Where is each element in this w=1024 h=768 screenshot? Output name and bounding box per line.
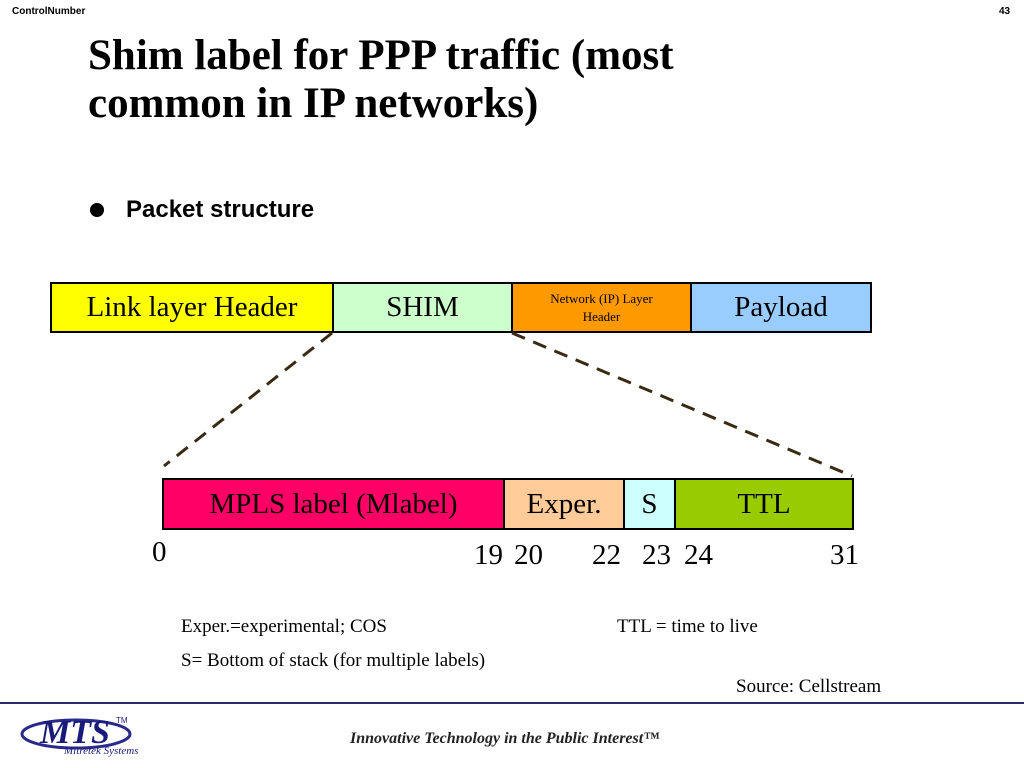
ttl-cell: TTL <box>676 480 852 528</box>
mts-logo-tm: TM <box>116 716 128 725</box>
note-ttl: TTL = time to live <box>617 616 758 637</box>
slide-title: Shim label for PPP traffic (most common … <box>88 32 948 128</box>
bit-position-24: 24 <box>684 539 713 571</box>
packet-structure-row: Link layer Header SHIM Network (IP) Laye… <box>50 282 872 333</box>
footer-tagline: Innovative Technology in the Public Inte… <box>350 730 660 747</box>
bit-position-23: 23 <box>642 539 671 571</box>
note-s: S= Bottom of stack (for multiple labels) <box>181 650 486 671</box>
payload-cell: Payload <box>692 284 870 331</box>
slide-title-line-1: Shim label for PPP traffic (most <box>88 32 674 79</box>
footer-divider <box>0 702 1024 704</box>
shim-cell: SHIM <box>334 284 513 331</box>
slide-title-line-2: common in IP networks) <box>88 80 539 127</box>
bit-position-19: 19 <box>474 539 503 571</box>
mts-logo-swoosh-icon <box>20 718 132 750</box>
link-layer-header-cell: Link layer Header <box>52 284 334 331</box>
slide-number: 43 <box>999 6 1011 17</box>
bit-position-0: 0 <box>152 536 167 568</box>
note-source: Source: Cellstream <box>736 676 882 697</box>
bit-position-20: 20 <box>514 539 543 571</box>
mts-logo: MTS TM Mitretek Systems <box>14 712 164 762</box>
network-layer-header-cell: Network (IP) Layer Header <box>513 284 692 331</box>
left-dashed-connector <box>163 331 333 468</box>
note-exper: Exper.=experimental; COS <box>181 616 387 637</box>
mts-logo-subtitle: Mitretek Systems <box>64 745 139 757</box>
right-dashed-connector <box>511 331 853 478</box>
bit-position-22: 22 <box>592 539 621 571</box>
bullet-packet-structure: Packet structure <box>126 196 315 223</box>
mts-logo-text: MTS <box>40 714 110 751</box>
mpls-label-cell: MPLS label (Mlabel) <box>164 480 505 528</box>
exper-cell: Exper. <box>505 480 625 528</box>
control-number-label: ControlNumber <box>12 6 86 17</box>
s-bit-cell: S <box>625 480 676 528</box>
shim-fields-row: MPLS label (Mlabel) Exper. S TTL <box>162 478 854 530</box>
bit-position-31: 31 <box>830 539 859 571</box>
bullet-icon <box>90 203 104 217</box>
